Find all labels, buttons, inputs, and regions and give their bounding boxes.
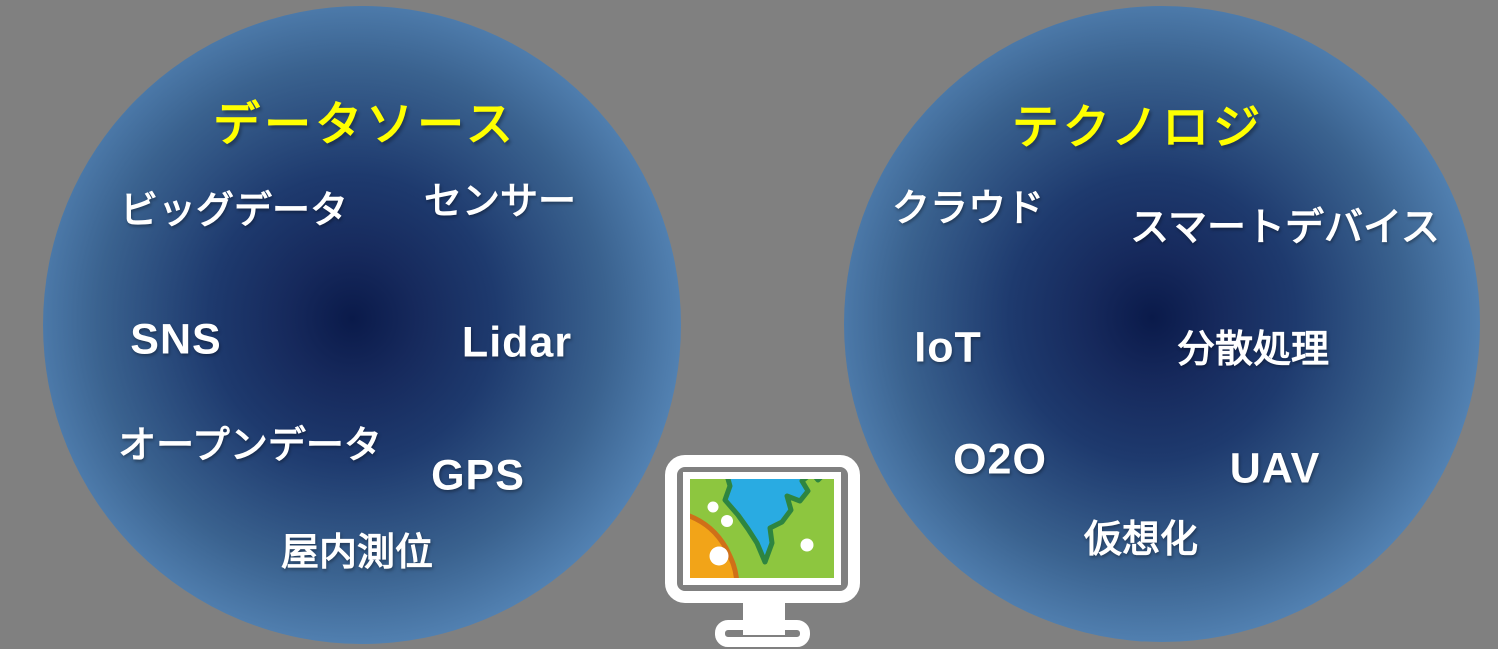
technology-title: テクノロジ bbox=[1011, 100, 1265, 154]
label-lidar: Lidar bbox=[461, 318, 573, 367]
label-sns: SNS bbox=[130, 315, 222, 364]
label-open-data: オープンデータ bbox=[118, 425, 382, 467]
label-smart-device: スマートデバイス bbox=[1130, 206, 1440, 250]
map-graphic bbox=[690, 479, 834, 578]
map-dot bbox=[800, 538, 814, 552]
map-lake bbox=[722, 479, 823, 565]
label-gps: GPS bbox=[431, 451, 525, 500]
label-cloud: クラウド bbox=[891, 188, 1045, 230]
map-dot bbox=[721, 515, 733, 527]
label-uav: UAV bbox=[1229, 444, 1321, 493]
data-sources-bubble bbox=[43, 6, 681, 644]
label-virtualization: 仮想化 bbox=[1083, 519, 1199, 561]
label-sensor: センサー bbox=[423, 181, 577, 223]
label-iot: IoT bbox=[914, 323, 982, 372]
label-distributed-processing: 分散処理 bbox=[1176, 329, 1330, 371]
label-o2o: O2O bbox=[953, 435, 1047, 484]
technology-bubble bbox=[844, 6, 1480, 642]
map-dot bbox=[707, 501, 719, 513]
map-dot bbox=[709, 546, 729, 566]
label-indoor-positioning: 屋内測位 bbox=[280, 532, 434, 574]
label-big-data: ビッグデータ bbox=[119, 190, 349, 232]
map-monitor-icon bbox=[665, 455, 860, 647]
data-sources-title: データソース bbox=[213, 97, 517, 151]
